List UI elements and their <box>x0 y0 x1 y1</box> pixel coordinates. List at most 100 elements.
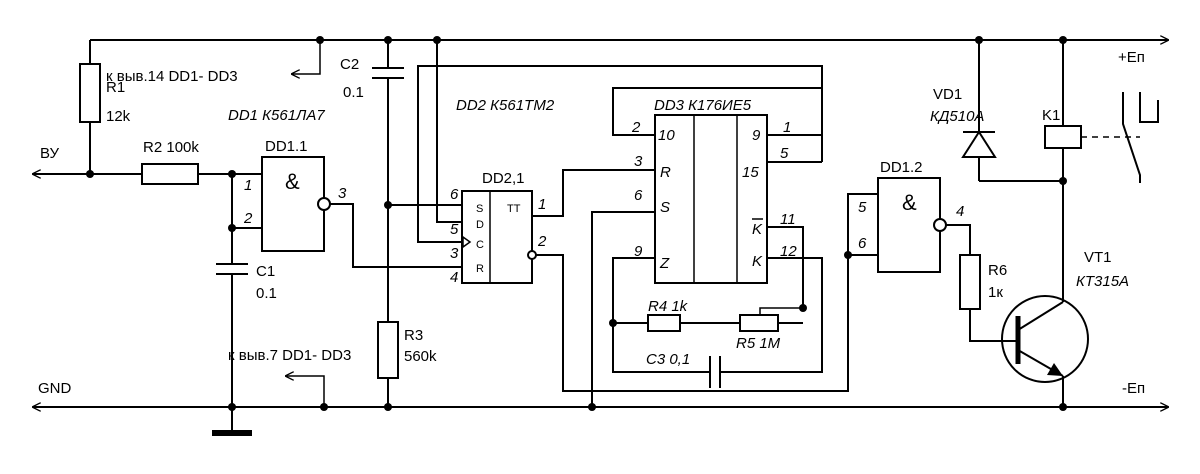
dd1-2-in-tie <box>847 193 878 255</box>
r5-resistor <box>739 314 779 332</box>
dd2-clock-edge <box>462 235 472 249</box>
dd1-2-pin4: 4 <box>956 203 964 220</box>
dd3-pS: S <box>660 199 670 216</box>
dd3-s-wire <box>591 211 655 407</box>
dd1-2-inverter-bubble <box>933 218 947 232</box>
dd2-clock-feedback-wire <box>417 65 823 243</box>
pin14-note: к выв.14 DD1- DD3 <box>106 68 238 85</box>
dd2-1-label: DD2,1 <box>482 170 525 187</box>
r6-resistor <box>959 254 981 310</box>
dd2-qbar-wire <box>536 254 878 392</box>
junction-c1-gnd <box>228 403 236 411</box>
dd2-tt: TT <box>507 203 521 215</box>
dd2-pin2: 2 <box>537 233 547 250</box>
c2-name: C2 <box>340 56 359 73</box>
dd2-r-label: R <box>476 263 484 275</box>
r3-value: 560k <box>404 348 437 365</box>
dd1-2-out-wire <box>946 224 971 255</box>
dd2-chip-label: DD2 К561ТМ2 <box>456 97 555 114</box>
vd1-name: VD1 <box>933 86 962 103</box>
dd3-ext5: 5 <box>780 145 789 162</box>
r1-resistor <box>79 63 101 123</box>
vt1-transistor <box>1001 295 1089 383</box>
junction-pin14 <box>316 36 324 44</box>
dd1-1-label: DD1.1 <box>265 138 308 155</box>
vcc-label: +Еп <box>1118 49 1145 66</box>
dd3-p9: 9 <box>752 127 761 144</box>
dd1-1-pin3: 3 <box>338 185 347 202</box>
r3-resistor <box>377 321 399 379</box>
pin14-arrow <box>292 40 321 74</box>
junction-input <box>86 170 94 178</box>
dd3-ext1: 1 <box>783 119 791 136</box>
r3-name: R3 <box>404 327 423 344</box>
junction-k1-vcc <box>1059 36 1067 44</box>
junction-vt1-gnd <box>1059 403 1067 411</box>
r4-label: R4 1k <box>648 298 689 315</box>
r6-value: 1к <box>988 284 1003 301</box>
dd3-ext6: 6 <box>634 187 643 204</box>
dd3-p10: 10 <box>658 127 675 144</box>
dd3-loop-wire <box>612 87 823 136</box>
dd1-2-pin5: 5 <box>858 199 867 216</box>
dd3-pK: K <box>752 253 763 270</box>
dd3-kbar-wire <box>767 226 804 308</box>
junction-vd1-collector <box>1059 177 1067 185</box>
dd3-p15: 15 <box>742 164 759 181</box>
ground-symbol <box>212 430 252 436</box>
dd1-2-symbol: & <box>902 190 917 215</box>
vee-label: -Еп <box>1122 380 1145 397</box>
dd2-pin5: 5 <box>450 221 459 238</box>
dd1-2-label: DD1.2 <box>880 159 923 176</box>
k1-contact <box>1122 92 1141 183</box>
dd1-1-out-wire <box>330 203 462 268</box>
dd3-pKbar: K <box>752 221 763 238</box>
dd3-ext9: 9 <box>634 243 643 260</box>
pin7-arrow <box>286 376 325 407</box>
dd2-q-wire <box>532 169 655 217</box>
k1-contact-fixed <box>1139 92 1159 123</box>
dd1-chip-label: DD1 К561ЛА7 <box>228 107 325 124</box>
r2-resistor <box>141 163 199 185</box>
dd1-1-symbol: & <box>285 169 300 194</box>
vd1-value: КД510А <box>930 108 984 125</box>
dd1-1-inverter-bubble <box>317 197 331 211</box>
vt1-collector <box>1017 301 1064 331</box>
junction-dd3-gnd <box>588 403 596 411</box>
dd2-trigger <box>461 190 533 284</box>
r5-wiper <box>759 307 803 315</box>
dd3-counter <box>654 114 768 284</box>
dd1-2-pin6: 6 <box>858 235 867 252</box>
dd3-chip-label: DD3 К176ИЕ5 <box>654 97 752 114</box>
junction-pin7 <box>320 403 328 411</box>
dd3-k-wire <box>720 257 823 373</box>
dd1-1-pin1: 1 <box>244 177 252 194</box>
dd2-pin3: 3 <box>450 245 459 262</box>
dd3-ext2: 2 <box>631 119 641 136</box>
junction-dd1-2-in <box>844 251 852 259</box>
k1-relay-coil <box>1044 125 1082 149</box>
dd2-pin1: 1 <box>538 196 546 213</box>
dd3-ext12: 12 <box>780 243 797 260</box>
k1-name: K1 <box>1042 107 1060 124</box>
junction-r5-wiper <box>799 304 807 312</box>
r2-label: R2 100k <box>143 139 199 156</box>
c3-label: C3 0,1 <box>646 351 690 368</box>
c1-name: C1 <box>256 263 275 280</box>
dd3-ext3: 3 <box>634 153 643 170</box>
input-label: ВУ <box>40 145 60 162</box>
dd3-z-wire <box>612 257 710 373</box>
r5-label: R5 1M <box>736 335 781 352</box>
c2-value: 0.1 <box>343 84 364 101</box>
dd3-ext11: 11 <box>780 211 796 228</box>
dd2-d-label: D <box>476 219 484 231</box>
dd2-pin6: 6 <box>450 186 459 203</box>
dd2-c-label: C <box>476 239 484 251</box>
vt1-emitter-arrow <box>1047 363 1063 376</box>
junction-r3-gnd <box>384 403 392 411</box>
dd3-pZ: Z <box>659 255 670 272</box>
r1-value: 12k <box>106 108 131 125</box>
dd2-inv-out-bubble <box>527 250 537 260</box>
